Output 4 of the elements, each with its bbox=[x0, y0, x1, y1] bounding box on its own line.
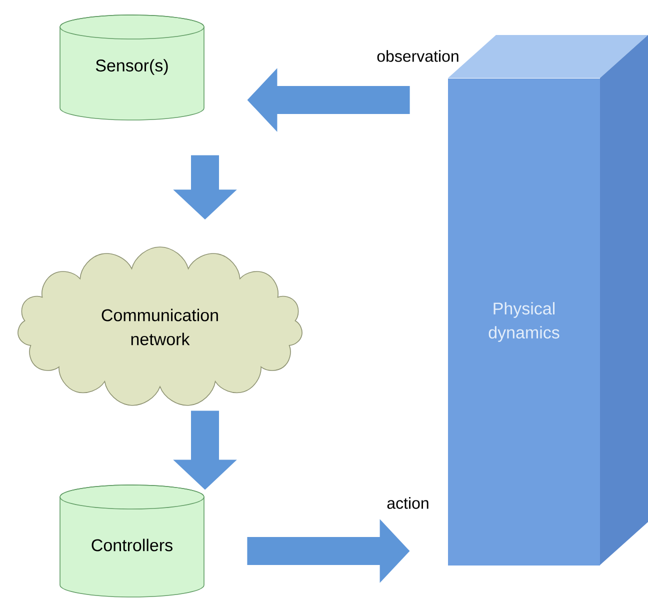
cylinder: Controllers bbox=[60, 484, 204, 598]
edge-label: action bbox=[386, 496, 430, 510]
cylinder: Sensor(s) bbox=[60, 14, 204, 120]
cloud: Communication network bbox=[18, 246, 302, 406]
